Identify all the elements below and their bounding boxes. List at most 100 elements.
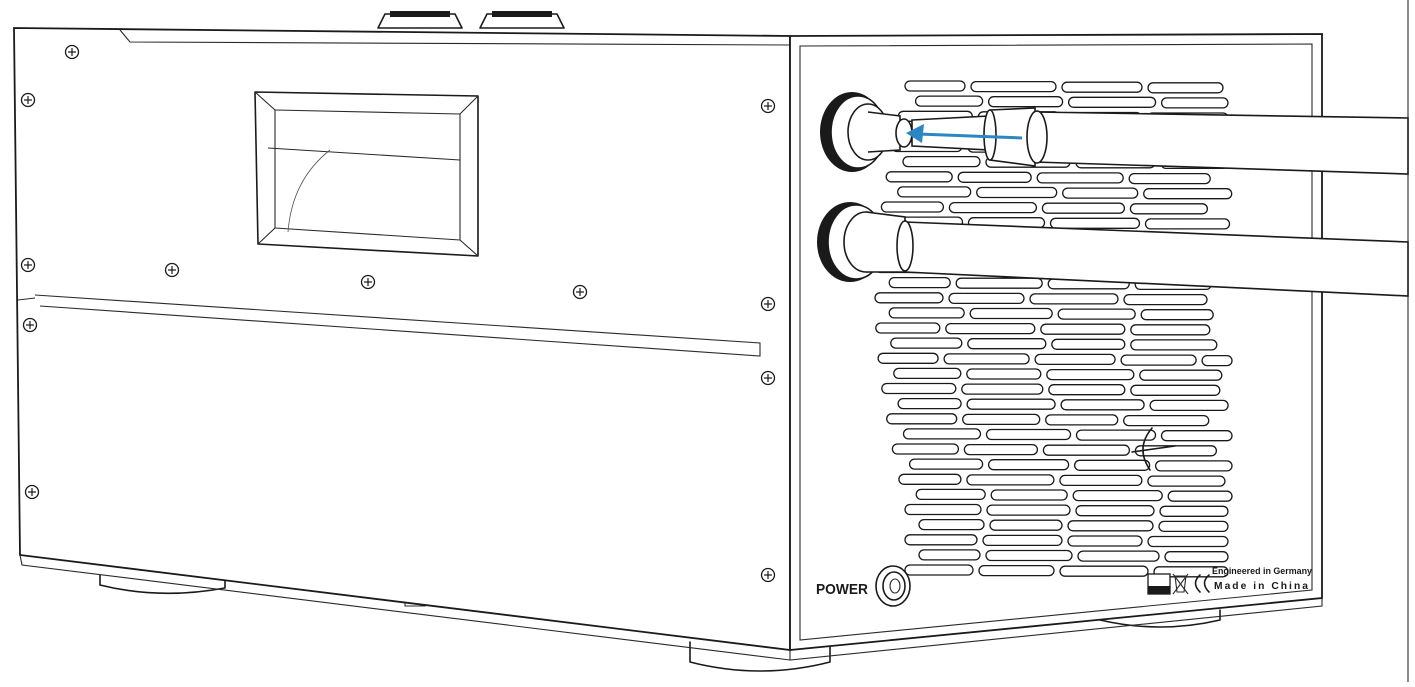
vent-slot <box>957 171 1032 183</box>
vent-slot <box>986 504 1071 516</box>
vent-slot <box>1062 187 1139 199</box>
vent-slot <box>961 383 1044 395</box>
vent-slot <box>902 155 981 168</box>
vent-slot <box>1059 565 1149 577</box>
vent-slot <box>885 171 953 183</box>
vent-slot <box>877 352 939 364</box>
vent-slot <box>1061 81 1143 93</box>
vent-slot <box>1041 202 1126 214</box>
made-in-label: Made in China <box>1214 581 1310 592</box>
vent-slot <box>948 292 1025 305</box>
vent-slot <box>1167 490 1233 502</box>
vent-slot <box>985 428 1072 441</box>
screw-icon <box>572 284 588 300</box>
ce-mark-icon <box>1194 574 1210 593</box>
vent-slot <box>976 186 1058 199</box>
vent-slot <box>1034 353 1116 366</box>
vent-slot <box>918 518 985 531</box>
vent-slot <box>1147 82 1224 94</box>
side-panel <box>13 27 791 661</box>
vent-slot <box>990 489 1068 501</box>
vent-slot <box>1134 445 1218 457</box>
screw-icon <box>760 567 776 583</box>
lower-coolant-port <box>817 202 1409 297</box>
vent-slot <box>904 534 978 546</box>
vent-slot <box>1160 430 1233 442</box>
vent-slot <box>1123 293 1208 306</box>
vent-slot <box>1130 339 1218 351</box>
screw-icon <box>20 92 36 108</box>
vent-slot <box>915 488 986 501</box>
vent-slot <box>1067 535 1143 547</box>
fan-hint <box>1131 427 1176 471</box>
vent-slot <box>1130 384 1221 396</box>
screw-icon <box>760 370 776 386</box>
vent-slot <box>1045 414 1119 426</box>
vent-slot <box>1201 354 1233 367</box>
vent-slot <box>966 474 1055 486</box>
vent-slot <box>945 322 1036 335</box>
power-switch-icon[interactable] <box>875 565 911 607</box>
vent-slot <box>1123 414 1210 427</box>
vent-slot <box>1073 459 1151 471</box>
vent-slot <box>1048 384 1126 396</box>
vent-slot <box>918 549 981 561</box>
vent-slot <box>969 307 1053 320</box>
vent-slot <box>904 80 966 92</box>
vent-slot <box>1159 505 1229 517</box>
vent-slot <box>1143 188 1233 200</box>
screws <box>20 44 776 583</box>
vent-slot <box>1153 566 1229 578</box>
screw-icon <box>64 44 80 60</box>
vent-slot <box>1042 444 1131 456</box>
vent-slot <box>897 397 962 410</box>
vent-slot <box>966 368 1042 380</box>
vent-slot <box>978 564 1055 577</box>
vent-slot <box>948 201 1038 214</box>
vent-slot <box>1077 550 1160 562</box>
vent-slot <box>1040 323 1126 335</box>
vent-slot <box>1147 475 1226 487</box>
vent-slot <box>963 443 1039 456</box>
screw-icon <box>20 257 36 273</box>
vent-slot <box>1160 97 1229 109</box>
vent-slot <box>1072 489 1163 502</box>
vent-slot <box>886 413 958 425</box>
vent-slot <box>875 322 941 334</box>
vent-slot <box>1059 474 1143 487</box>
power-label: POWER <box>816 581 868 598</box>
vent-slot <box>1139 369 1223 381</box>
vent-slot <box>880 201 945 213</box>
vent-slot <box>987 459 1070 471</box>
vent-slot <box>966 398 1056 410</box>
upper-coolant-port <box>820 92 1409 175</box>
vent-slot <box>1147 535 1229 548</box>
vent-slot <box>881 382 957 395</box>
vent-slot <box>962 413 1041 426</box>
vent-slot <box>888 307 965 319</box>
vent-slot <box>1046 368 1135 381</box>
vent-slot <box>908 458 984 470</box>
vent-slot <box>1067 96 1157 108</box>
vent-slot <box>967 338 1047 350</box>
vent-slot <box>893 367 962 380</box>
vent-slot <box>1149 399 1229 412</box>
vent-slot <box>1120 354 1197 366</box>
vent-slot <box>1075 505 1155 517</box>
vent-slot <box>897 186 972 198</box>
screw-icon <box>760 296 776 312</box>
vent-slot <box>982 534 1063 547</box>
vent-slot <box>1067 520 1154 532</box>
vent-slot <box>1158 520 1229 533</box>
vent-slot <box>970 80 1057 93</box>
vent-slot <box>914 95 984 107</box>
vent-slot <box>1051 338 1126 350</box>
vent-slot <box>902 428 982 440</box>
vent-slot <box>898 473 962 485</box>
vent-slot <box>1128 172 1211 185</box>
screw-icon <box>360 274 376 290</box>
vent-slot <box>890 337 963 349</box>
rohs-logo-icon <box>1147 573 1171 595</box>
